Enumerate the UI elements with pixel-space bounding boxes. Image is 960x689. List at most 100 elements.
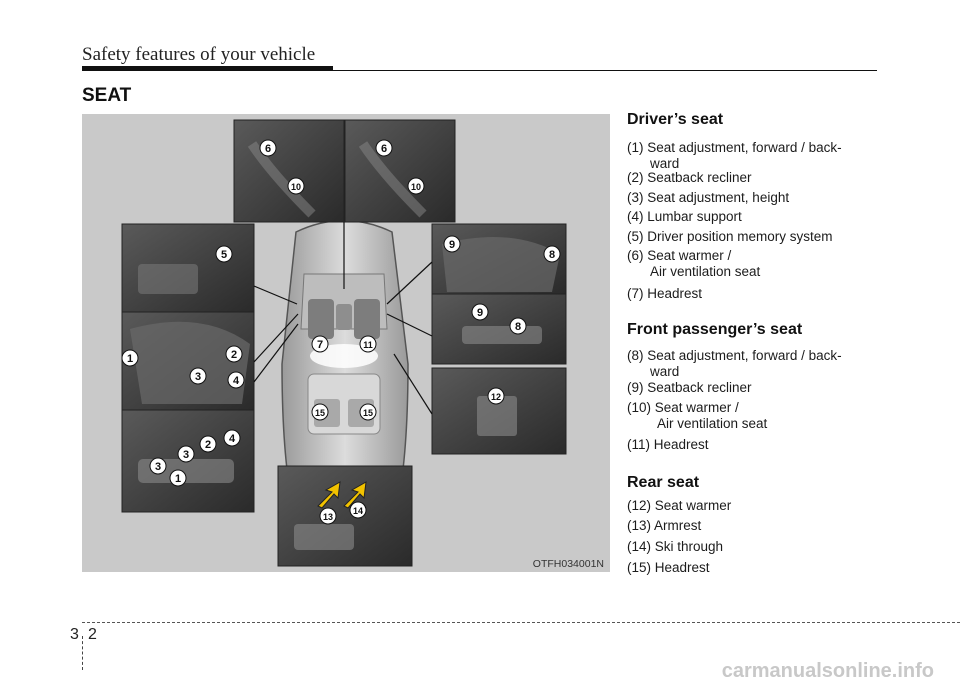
- panel-passenger-seat-side: [431, 223, 567, 295]
- watermark: carmanualsonline.info: [721, 660, 934, 682]
- front-passenger-seat-item-text: (11) Headrest: [627, 437, 709, 452]
- svg-text:14: 14: [353, 506, 363, 516]
- footer-rule: [82, 622, 960, 623]
- callout-3: 3: [177, 445, 195, 463]
- drivers-seat-item-text: (5) Driver position memory system: [627, 229, 833, 244]
- panel-passenger-seat-controls: [431, 293, 567, 365]
- drivers-seat-item: (3) Seat adjustment, height: [627, 190, 789, 206]
- callout-4: 4: [223, 429, 241, 447]
- svg-text:3: 3: [183, 449, 189, 461]
- rear-seat-item: (14) Ski through: [627, 539, 723, 555]
- front-passenger-seat-item: (9) Seatback recliner: [627, 380, 752, 396]
- drivers-seat-item-continuation: Air ventilation seat: [650, 264, 761, 279]
- callout-12: 12: [487, 387, 505, 405]
- callout-8: 8: [509, 317, 527, 335]
- drivers-seat-item-text: (2) Seatback recliner: [627, 170, 752, 185]
- svg-text:12: 12: [491, 392, 501, 402]
- svg-text:5: 5: [221, 249, 227, 261]
- svg-text:7: 7: [317, 339, 323, 351]
- svg-text:13: 13: [323, 512, 333, 522]
- panel-rear-armrest: [277, 465, 413, 567]
- svg-text:6: 6: [381, 143, 387, 155]
- callout-5: 5: [215, 245, 233, 263]
- armrest-arrow-icon: [317, 481, 341, 509]
- callout-4: 4: [227, 371, 245, 389]
- rear-seat-item-text: (13) Armrest: [627, 518, 702, 533]
- callout-8: 8: [543, 245, 561, 263]
- front-passenger-seat-item-text: (10) Seat warmer /: [627, 400, 739, 415]
- svg-text:1: 1: [175, 473, 181, 485]
- svg-text:4: 4: [233, 375, 240, 387]
- figure-code: OTFH034001N: [532, 558, 604, 570]
- callout-6: 6: [259, 139, 277, 157]
- callout-15: 15: [359, 403, 377, 421]
- front-passenger-seat-item-text: (8) Seat adjustment, forward / back-: [627, 348, 842, 363]
- svg-text:11: 11: [363, 340, 373, 350]
- drivers-seat-item-text: (4) Lumbar support: [627, 209, 742, 224]
- front-passenger-seat-heading: Front passenger’s seat: [627, 321, 803, 338]
- callout-14: 14: [349, 501, 367, 519]
- drivers-seat-item-continuation: ward: [650, 156, 680, 171]
- rear-seat-heading: Rear seat: [627, 474, 700, 491]
- callout-9: 9: [443, 235, 461, 253]
- front-passenger-seat-item-continuation: Air ventilation seat: [657, 416, 768, 431]
- panel-memory-switch: [121, 223, 255, 313]
- panel-seat-warmer-driver: [233, 119, 345, 223]
- callout-13: 13: [319, 507, 337, 525]
- drivers-seat-heading: Driver’s seat: [627, 111, 724, 128]
- page-number-separator: [82, 636, 83, 670]
- rear-seat-item: (12) Seat warmer: [627, 498, 731, 514]
- svg-text:9: 9: [477, 307, 483, 319]
- svg-text:10: 10: [411, 182, 421, 192]
- callout-2: 2: [199, 435, 217, 453]
- svg-text:6: 6: [265, 143, 271, 155]
- callout-3: 3: [149, 457, 167, 475]
- drivers-seat-item-text: (6) Seat warmer /: [627, 248, 732, 263]
- callout-9: 9: [471, 303, 489, 321]
- chapter-number: 3: [70, 626, 79, 643]
- rear-seat-item: (13) Armrest: [627, 518, 701, 534]
- drivers-seat-item: (6) Seat warmer /Air ventilation seat: [627, 248, 760, 280]
- svg-text:2: 2: [205, 439, 211, 451]
- callout-1: 1: [169, 469, 187, 487]
- header-rule: [82, 66, 333, 71]
- callout-3: 3: [189, 367, 207, 385]
- callout-6: 6: [375, 139, 393, 157]
- callout-10: 10: [287, 177, 305, 195]
- drivers-seat-item: (1) Seat adjustment, forward / back-ward: [627, 140, 842, 172]
- drivers-seat-item-text: (3) Seat adjustment, height: [627, 190, 790, 205]
- callout-2: 2: [225, 345, 243, 363]
- page-number: 2: [88, 626, 97, 643]
- rear-seat-item-text: (14) Ski through: [627, 539, 724, 554]
- rear-seat-item: (15) Headrest: [627, 560, 710, 576]
- svg-text:15: 15: [315, 408, 325, 418]
- svg-text:3: 3: [195, 371, 201, 383]
- callout-7: 7: [311, 335, 329, 353]
- page-header-title: Safety features of your vehicle: [82, 44, 316, 65]
- drivers-seat-item-text: (7) Headrest: [627, 286, 703, 301]
- section-title: SEAT: [82, 85, 132, 106]
- svg-text:9: 9: [449, 239, 455, 251]
- drivers-seat-item-text: (1) Seat adjustment, forward / back-: [627, 140, 842, 155]
- svg-text:10: 10: [291, 182, 301, 192]
- rear-seat-item-text: (12) Seat warmer: [627, 498, 732, 513]
- panel-rear-seat-warmer: [431, 367, 567, 455]
- drivers-seat-item: (2) Seatback recliner: [627, 170, 752, 186]
- front-passenger-seat-item-continuation: ward: [650, 364, 680, 379]
- panel-driver-seat-side: [121, 311, 255, 411]
- drivers-seat-item: (4) Lumbar support: [627, 209, 742, 225]
- leader-lines: [253, 222, 433, 415]
- callout-15: 15: [311, 403, 329, 421]
- front-passenger-seat-item: (11) Headrest: [627, 437, 709, 453]
- front-passenger-seat-item: (10) Seat warmer /Air ventilation seat: [627, 400, 767, 432]
- svg-text:15: 15: [363, 408, 373, 418]
- front-passenger-seat-item-text: (9) Seatback recliner: [627, 380, 752, 395]
- svg-text:8: 8: [515, 321, 521, 333]
- ski-through-arrow-icon: [343, 481, 367, 509]
- svg-text:1: 1: [127, 353, 133, 365]
- callout-11: 11: [359, 335, 377, 353]
- front-passenger-seat-item: (8) Seat adjustment, forward / back-ward: [627, 348, 842, 380]
- drivers-seat-item: (7) Headrest: [627, 286, 702, 302]
